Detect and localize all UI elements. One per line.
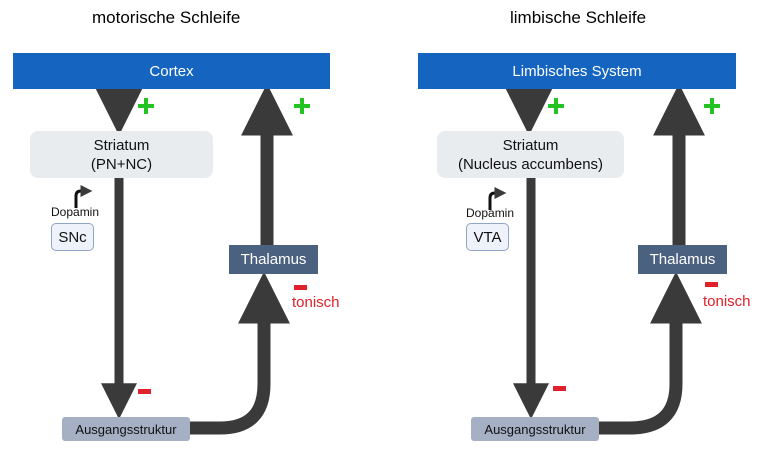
- striatum-sublabel: (PN+NC): [90, 155, 153, 173]
- arrow-output-to-thalamus-right: [598, 271, 702, 435]
- dopamine-label: Dopamin: [51, 205, 100, 219]
- inhibitory-minus-icon: [138, 389, 151, 394]
- snc-box: SNc: [51, 223, 94, 251]
- excitatory-plus-icon: [548, 98, 564, 114]
- excitatory-plus-icon: [138, 98, 154, 114]
- striatum-box: Striatum (PN+NC): [30, 131, 213, 178]
- left-title: motorische Schleife: [92, 8, 241, 27]
- dopamine-arrow-right: [488, 187, 507, 210]
- striatum-sublabel-right: (Nucleus accumbens): [457, 155, 604, 173]
- thalamus-box-right: Thalamus: [638, 245, 727, 274]
- inhibitory-minus-icon: [294, 285, 307, 290]
- dopamine-label-right: Dopamin: [466, 206, 515, 220]
- output-structure-box-right: Ausgangsstruktur: [471, 417, 599, 441]
- right-title: limbische Schleife: [510, 8, 647, 27]
- tonic-label-right: tonisch: [703, 293, 751, 310]
- striatum-box-right: Striatum (Nucleus accumbens): [437, 131, 624, 178]
- striatum-label: Striatum: [93, 136, 150, 154]
- thalamus-box: Thalamus: [229, 245, 318, 274]
- excitatory-plus-icon: [294, 98, 310, 114]
- cortex-bar: Cortex: [13, 53, 330, 89]
- striatum-label-right: Striatum: [502, 136, 559, 154]
- inhibitory-minus-icon: [553, 386, 566, 391]
- dopamine-arrow: [74, 185, 93, 208]
- vta-box: VTA: [466, 223, 509, 251]
- limbic-system-bar: Limbisches System: [418, 53, 736, 89]
- excitatory-plus-icon: [704, 98, 720, 114]
- arrow-output-to-thalamus: [190, 271, 290, 435]
- output-structure-box: Ausgangsstruktur: [62, 417, 190, 441]
- inhibitory-minus-icon: [705, 282, 718, 287]
- tonic-label: tonisch: [292, 294, 340, 311]
